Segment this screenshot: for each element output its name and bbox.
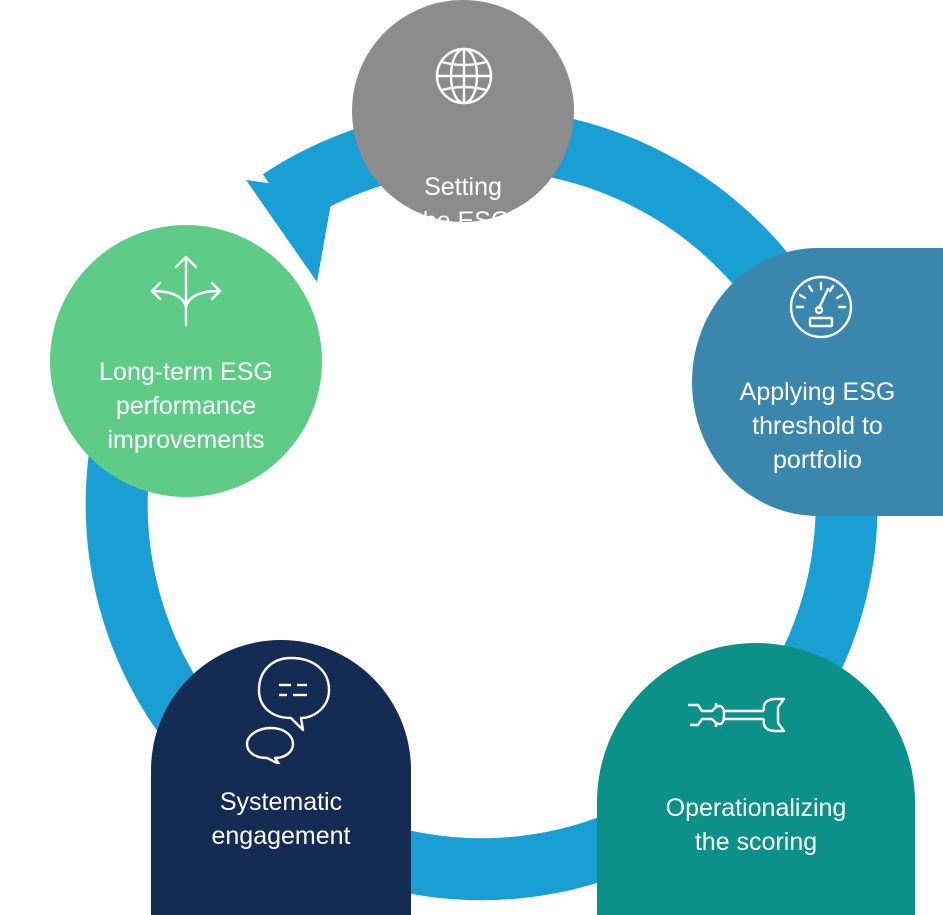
step-systematic-engagement: Systematic engagement [151, 640, 411, 915]
step-label: Applying ESG threshold to portfolio [739, 378, 896, 474]
speedometer-icon [788, 274, 854, 345]
step-applying-threshold: Applying ESG threshold to portfolio [692, 248, 943, 516]
step-long-term-improvements: Long-term ESG performance improvements [50, 225, 322, 497]
speech-bubbles-icon [241, 652, 341, 769]
split-arrows-icon [146, 251, 226, 336]
step-setting-threshold: Setting the ESG threshold [352, 0, 574, 269]
step-operationalizing: Operationalizing the scoring [597, 643, 915, 915]
step-label: Long-term ESG performance improvements [99, 358, 273, 454]
wrench-icon [684, 695, 804, 740]
step-label: Systematic engagement [211, 788, 351, 850]
step-label: Operationalizing the scoring [665, 794, 847, 856]
step-label: Setting the ESG threshold [411, 173, 515, 269]
cycle-arrowhead [246, 180, 333, 282]
globe-icon [434, 46, 494, 111]
